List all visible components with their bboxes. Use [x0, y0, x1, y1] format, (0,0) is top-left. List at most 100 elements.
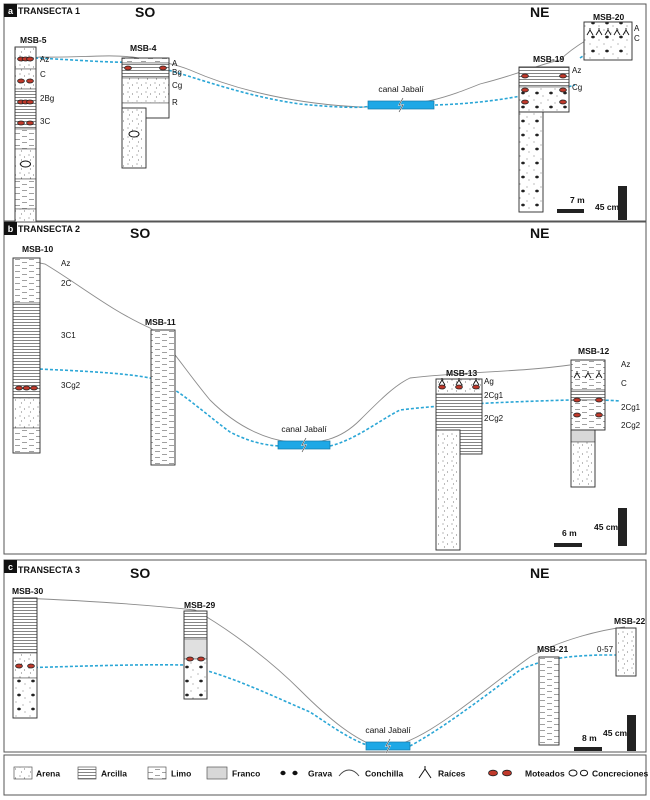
- profile-label: MSB-12: [578, 346, 609, 356]
- concretion-icon: [20, 160, 31, 168]
- mottle-icon: [559, 73, 567, 79]
- soil-layer-franco: [183, 638, 208, 660]
- mottle-icon: [573, 397, 581, 403]
- soil-layer-silt: [12, 427, 41, 454]
- horizon-label: Az: [40, 55, 49, 64]
- mottle-icon: [159, 65, 167, 71]
- soil-column: [583, 21, 633, 61]
- mottle-icon: [186, 656, 194, 662]
- mottle-icon: [197, 656, 205, 662]
- horizon-label: C: [621, 379, 627, 388]
- soil-layer-sand: [435, 429, 461, 551]
- root-icon: [595, 28, 603, 36]
- canal-label: canal Jabalí: [378, 84, 424, 94]
- direction-ne: NE: [530, 225, 549, 241]
- legend-label: Raíces: [438, 769, 466, 779]
- mottle-icon: [26, 78, 34, 84]
- horizon-label: C: [634, 34, 640, 43]
- mottle-icon: [521, 73, 529, 79]
- panel-letter-box: [4, 560, 17, 573]
- root-icon: [455, 378, 463, 386]
- horizontal-scale-bar: [557, 209, 584, 213]
- vertical-scale-label: 45 cm: [603, 728, 628, 738]
- mottle-icon: [26, 120, 34, 126]
- legend-item: Conchilla: [338, 769, 404, 779]
- legend-label: Concreciones: [592, 769, 648, 779]
- direction-so: SO: [135, 4, 155, 20]
- legend-label: Arcilla: [101, 769, 127, 779]
- direction-so: SO: [130, 225, 150, 241]
- legend-item: Arcilla: [77, 766, 127, 780]
- mottle-icon: [595, 397, 603, 403]
- soil-layer-sand: [538, 656, 560, 746]
- mottle-icon: [15, 663, 23, 669]
- horizon-label: R: [172, 98, 178, 107]
- horizon-label: Az: [61, 259, 70, 268]
- mottle-icon: [17, 78, 25, 84]
- root-icon: [472, 378, 480, 386]
- profile-label: MSB-20: [593, 12, 624, 22]
- canal-label: canal Jabalí: [281, 424, 327, 434]
- horizon-label: 2Cg2: [484, 414, 504, 423]
- legend-item: Concreciones: [568, 769, 648, 779]
- soil-layer-silt: [14, 128, 37, 150]
- profile-label: MSB-21: [537, 644, 568, 654]
- soil-layer-clay: [183, 610, 208, 640]
- vertical-scale-bar: [618, 186, 627, 220]
- horizon-label: Bg: [172, 68, 182, 77]
- vertical-scale-bar: [618, 508, 627, 546]
- legend-item: Moteados: [488, 769, 565, 779]
- profile-label: MSB-29: [184, 600, 215, 610]
- soil-layer-sand: [14, 68, 37, 90]
- root-icon: [604, 28, 612, 36]
- panel-frame: [3, 221, 647, 555]
- profile-label: MSB-11: [145, 317, 176, 327]
- root-icon: [586, 28, 594, 36]
- legend-label: Franco: [232, 769, 260, 779]
- soil-column: [518, 66, 570, 113]
- roots-icon: [418, 766, 432, 779]
- horizon-label: 0-57: [597, 645, 614, 654]
- direction-so: SO: [130, 565, 150, 581]
- horizon-label: 2Cg2: [621, 421, 641, 430]
- legend-item: Grava: [280, 769, 332, 779]
- horizon-label: Az: [572, 66, 581, 75]
- surface-line: [17, 27, 611, 108]
- legend-item: Franco: [206, 766, 260, 780]
- soil-layer-sand: [570, 441, 596, 488]
- mottle-icon: [27, 663, 35, 669]
- panel-title: TRANSECTA 2: [18, 224, 80, 234]
- mottle-icon: [30, 385, 38, 391]
- panel-frame: [3, 3, 647, 222]
- soil-column: [14, 46, 37, 235]
- soil-column: [183, 610, 208, 700]
- legend-label: Arena: [36, 769, 60, 779]
- surface-line: [19, 597, 626, 749]
- legend-label: Grava: [308, 769, 332, 779]
- mottle-icon: [124, 65, 132, 71]
- root-icon: [595, 371, 603, 379]
- soil-layer-clay: [12, 302, 41, 399]
- soil-layer-gravel: [12, 677, 38, 719]
- horizon-label: C: [40, 70, 46, 79]
- mottle-icon: [559, 87, 567, 93]
- horizon-label: 2Cg1: [621, 403, 641, 412]
- panel-letter: b: [8, 224, 14, 234]
- horizon-label: A: [172, 59, 178, 68]
- root-icon: [622, 28, 630, 36]
- soil-column: [150, 329, 176, 466]
- root-icon: [613, 28, 621, 36]
- soil-layer-sand: [12, 397, 41, 429]
- soil-layer-gravel: [518, 111, 544, 213]
- clay-pattern-icon: [77, 766, 97, 780]
- horizontal-scale-label: 8 m: [582, 733, 597, 743]
- horizontal-scale-bar: [554, 543, 582, 547]
- soil-layer-sand: [583, 21, 633, 61]
- soil-column: [570, 359, 606, 431]
- soil-layer-clay: [12, 597, 38, 654]
- mottle-icon: [595, 412, 603, 418]
- root-icon: [584, 371, 592, 379]
